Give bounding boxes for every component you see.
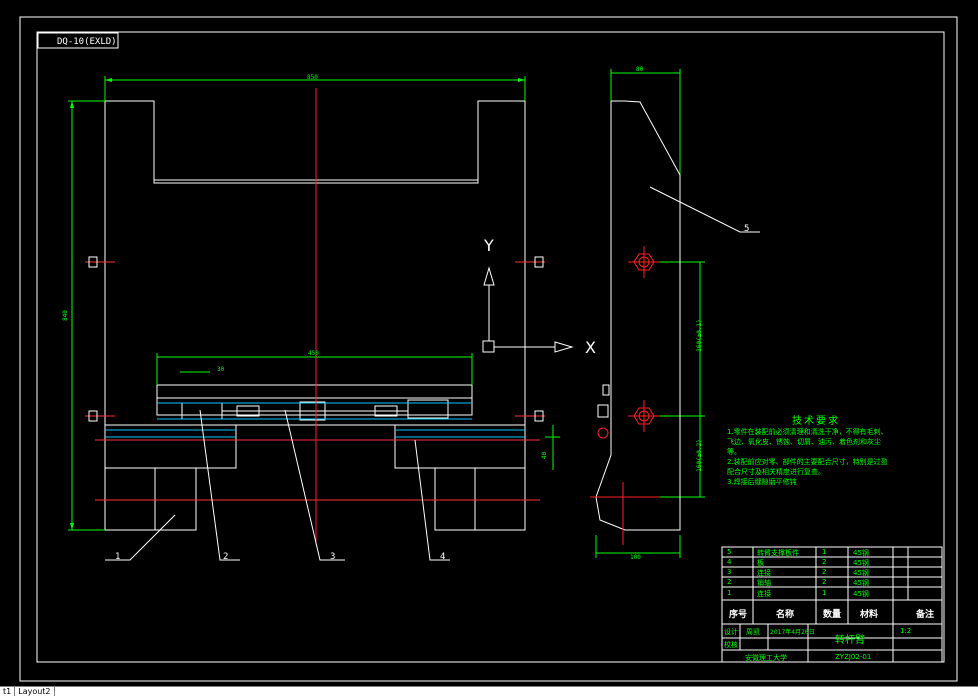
part-row-name: 转臂支撑板件 [757,549,799,557]
part-row-qty: 2 [822,568,827,576]
title-box [37,32,119,49]
parts-header-no: 序号 [729,610,748,620]
dim-small: 30 [217,366,225,373]
tech-req-line: 配合尺寸及相关精度进行复查。 [727,468,825,476]
part-row-qty: 1 [822,589,827,597]
part-row-no: 1 [727,589,732,597]
part-row-qty: 2 [822,578,827,586]
dim-left-height: 840 [61,310,69,321]
dim-right-top: 80 [636,66,644,73]
dim-inner-width: 450 [308,350,319,357]
front-view [104,100,526,531]
part-row-name: 连接 [757,569,771,577]
dimension-lines [68,69,705,558]
dim-right-mid: 360(±0.1) [695,319,703,352]
ucs-x-label: X [585,338,596,357]
bolt-heads [88,256,544,422]
callout-2: 2 [223,552,229,562]
drawing-code: ZYZJ02-01 [835,653,872,661]
parts-header-name: 名称 [776,610,795,620]
part-row-name: 连接 [757,590,771,598]
bolts [85,261,545,501]
part-row-no: 4 [727,558,732,566]
part-row-material: 45钢 [853,590,869,598]
part-row-material: 45钢 [853,559,869,567]
dim-small-vertical: 40 [541,451,549,460]
part-row-material: 45钢 [853,579,869,587]
parts-header-qty: 数量 [823,610,842,620]
dim-top-width: 850 [307,74,318,81]
side-holes [590,246,660,545]
tech-req-title: 技术要求 [792,416,840,427]
part-row-no: 2 [727,578,732,586]
check-label: 校核 [724,641,738,649]
designer-label: 设计 [724,628,738,636]
dim-right-low: 160(±0.2) [695,439,703,472]
layout-tab[interactable]: Layout2 [15,687,55,696]
tech-req-line: 飞边、氧化皮、锈蚀、切屑、油污、着色剂和灰尘 [727,438,881,446]
part-row-material: 45钢 [853,549,869,557]
part-row-no: 3 [727,568,732,576]
leader-lines [105,186,760,561]
tech-req-line: 3.焊接后缝隙磨平修钝 [727,478,797,486]
part-row-qty: 2 [822,558,827,566]
drawing-name: 转杆臂 [835,635,865,646]
hidden-lines [105,402,525,438]
part-row-name: 板 [757,559,764,567]
part-row-qty: 1 [822,548,827,556]
inner-frame [36,31,945,663]
parts-header-remark: 备注 [916,610,935,620]
part-row-name: 销轴 [757,579,771,587]
ucs-y-label: Y [484,236,494,255]
callout-4: 4 [440,552,446,562]
part-row-material: 45钢 [853,569,869,577]
side-view [595,100,681,531]
layout-tab[interactable]: t1 [0,687,16,696]
callout-5: 5 [744,224,750,234]
side-pin [597,384,610,418]
dim-right-bottom: 100 [630,554,641,561]
parts-table-grid [721,546,943,663]
tech-req-line: 等。 [727,448,741,456]
parts-header-material: 材料 [860,610,879,620]
designer-name: 周凯 [746,628,760,636]
design-date: 2017年4月26日 [770,629,815,636]
title-box-label: DQ-10(EXLD) [57,37,117,47]
dim-arrows [70,78,525,530]
callout-1: 1 [115,552,121,562]
tech-req-line: 2.装配前应对零、部件的主要配合尺寸，特别是过盈 [727,458,888,466]
school-name: 安徽理工大学 [745,654,787,662]
tech-req-body: 1.零件在装配前必须清理和清洗干净，不得有毛刺、 飞边、氧化皮、锈蚀、切屑、油污… [727,427,917,487]
tech-req-line: 1.零件在装配前必须清理和清洗干净，不得有毛刺、 [727,428,888,436]
part-row-no: 5 [727,548,732,556]
callout-3: 3 [330,552,336,562]
outer-frame [19,16,958,682]
ucs-icon [482,266,574,353]
drawing-scale: 1:2 [900,627,912,635]
